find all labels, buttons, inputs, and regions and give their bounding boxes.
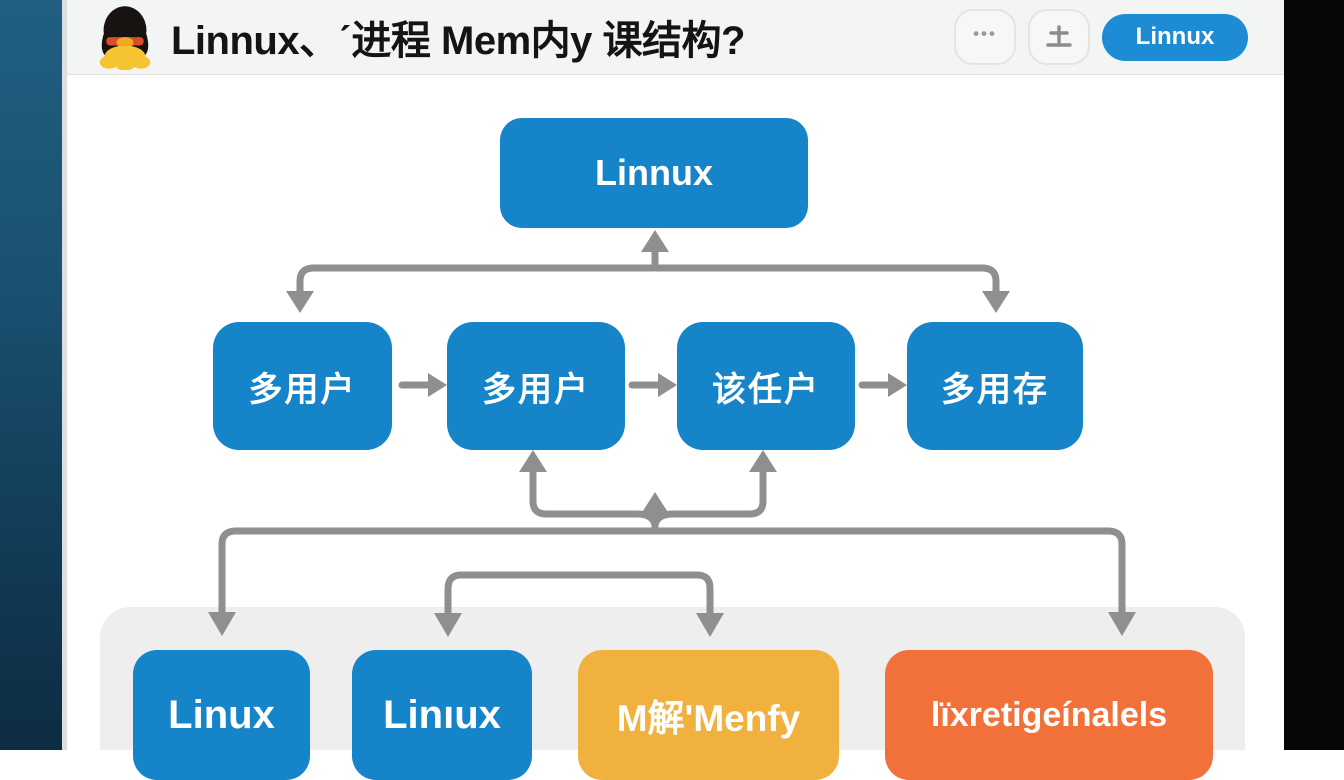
node-label: Linux bbox=[168, 692, 275, 737]
node-row2-2: 多用户 bbox=[447, 322, 625, 450]
node-row2-4: 多用存 bbox=[907, 322, 1083, 450]
tux-penguin-icon bbox=[99, 6, 151, 70]
node-row2-1: 多用户 bbox=[213, 322, 392, 450]
node-label: 多用户 bbox=[482, 370, 590, 409]
node-row3-2: Linıux bbox=[352, 650, 532, 780]
node-label: M解'Menfy bbox=[616, 698, 801, 739]
node-row2-3: 该任户 bbox=[677, 322, 855, 450]
node-label: Linıux bbox=[383, 692, 501, 737]
right-black-strip bbox=[1284, 0, 1344, 750]
node-root: Linnux bbox=[500, 118, 808, 228]
page-title: Linnux、ˊ进程 Mem内y 课结构? bbox=[171, 19, 745, 63]
left-sidebar-strip bbox=[0, 0, 62, 750]
sidebar-edge-divider bbox=[62, 0, 67, 750]
ellipsis-icon: ••• bbox=[973, 24, 997, 43]
linnux-action-button[interactable]: Linnux bbox=[1102, 13, 1248, 61]
node-label: 多用存 bbox=[941, 370, 1049, 409]
header-bar: Linnux、ˊ进程 Mem内y 课结构? ••• Linnux bbox=[67, 0, 1284, 75]
node-label: lïxretigeínalels bbox=[930, 695, 1168, 734]
node-row3-1: Linux bbox=[133, 650, 310, 780]
header-actions: ••• Linnux bbox=[954, 9, 1248, 65]
node-row3-4: lïxretigeínalels bbox=[885, 650, 1213, 780]
share-button[interactable] bbox=[1028, 9, 1090, 65]
node-label: 该任户 bbox=[712, 370, 820, 409]
share-upload-icon bbox=[1046, 25, 1072, 47]
node-row3-3: M解'Menfy bbox=[578, 650, 839, 780]
node-label: Linnux bbox=[595, 152, 713, 193]
more-options-button[interactable]: ••• bbox=[954, 9, 1016, 65]
node-label: 多用户 bbox=[248, 370, 357, 409]
